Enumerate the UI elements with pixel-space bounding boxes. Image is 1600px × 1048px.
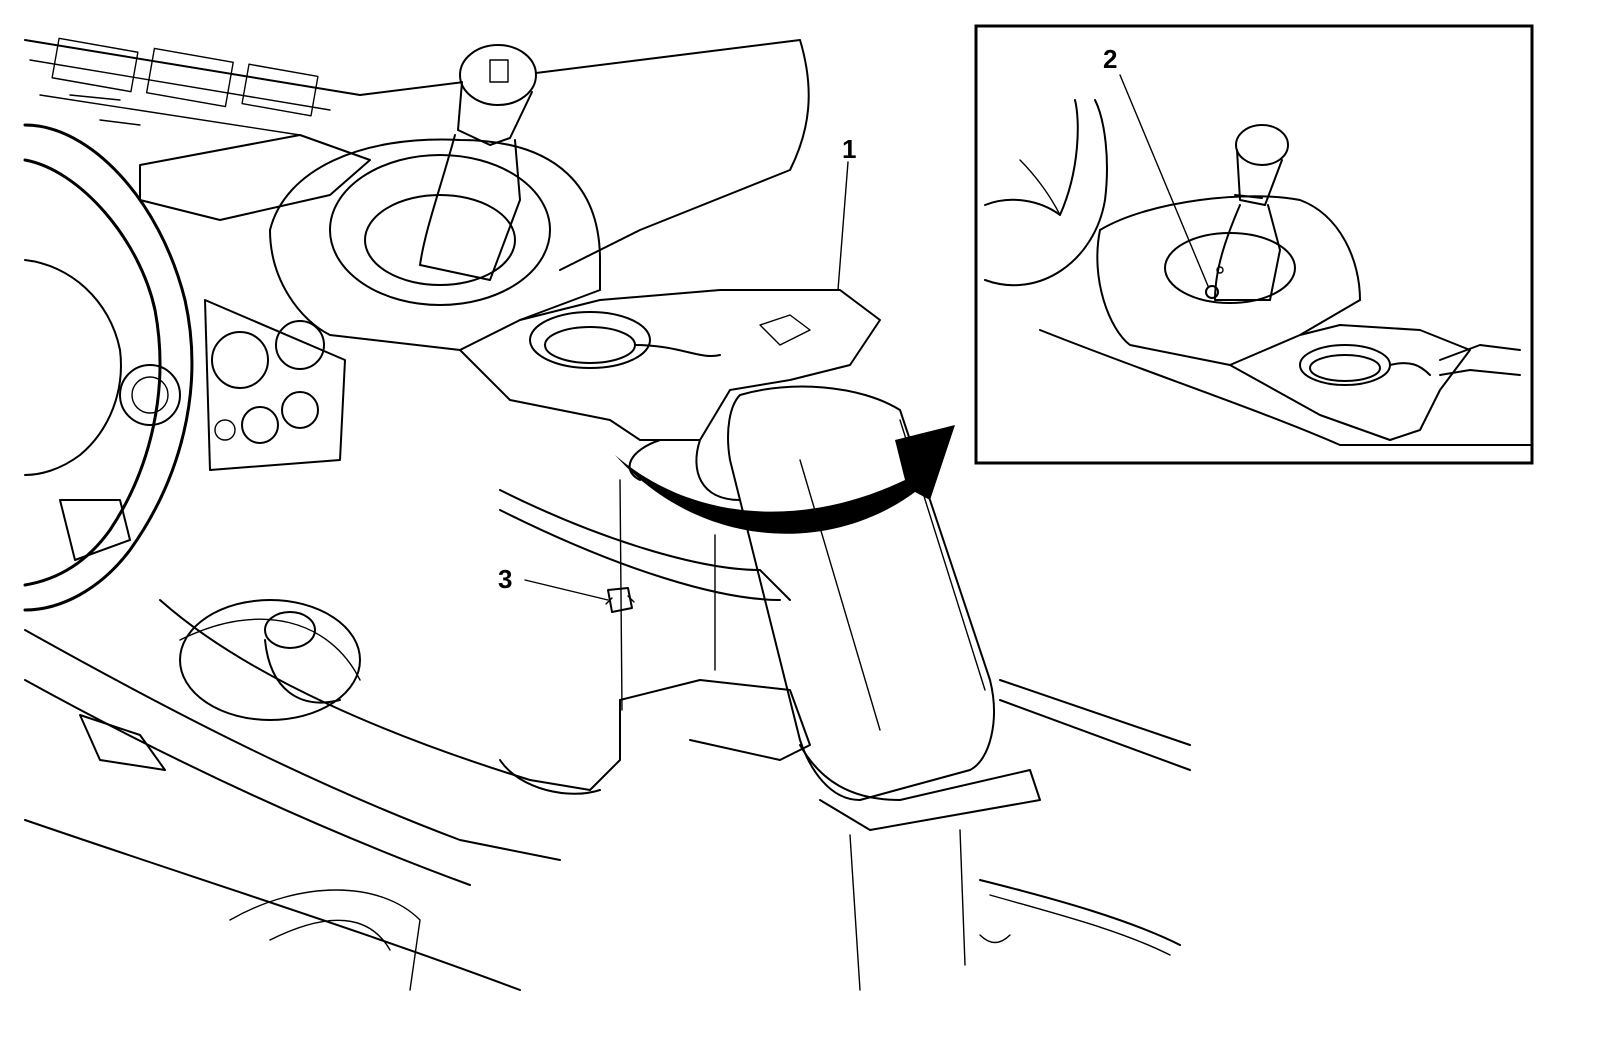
callout-leaders — [524, 161, 849, 601]
inset-console — [1039, 195, 1531, 446]
leader-2 — [1119, 74, 1209, 287]
main-illustration: 1 3 — [23, 37, 1191, 991]
callout-3: 3 — [498, 564, 512, 594]
leader-3 — [524, 579, 609, 601]
retainer-clip — [605, 479, 716, 711]
instrument-panel — [24, 37, 810, 271]
leader-1 — [837, 161, 849, 291]
center-stack — [204, 299, 346, 471]
callout-1: 1 — [842, 134, 856, 164]
inset-frame — [974, 24, 1534, 465]
floor-outline — [24, 489, 1191, 991]
steering-wheel — [23, 123, 194, 612]
armrest — [727, 385, 1041, 831]
inset-boot-clip — [1205, 266, 1224, 299]
center-console — [269, 138, 881, 501]
alignment-line-left — [619, 479, 623, 711]
curved-arrow — [615, 425, 955, 534]
shift-lever — [419, 44, 537, 281]
callout-2: 2 — [1103, 44, 1117, 74]
detail-inset: 2 — [974, 24, 1534, 465]
inset-steering-wheel — [984, 99, 1108, 287]
inset-shift-lever — [1214, 124, 1289, 301]
